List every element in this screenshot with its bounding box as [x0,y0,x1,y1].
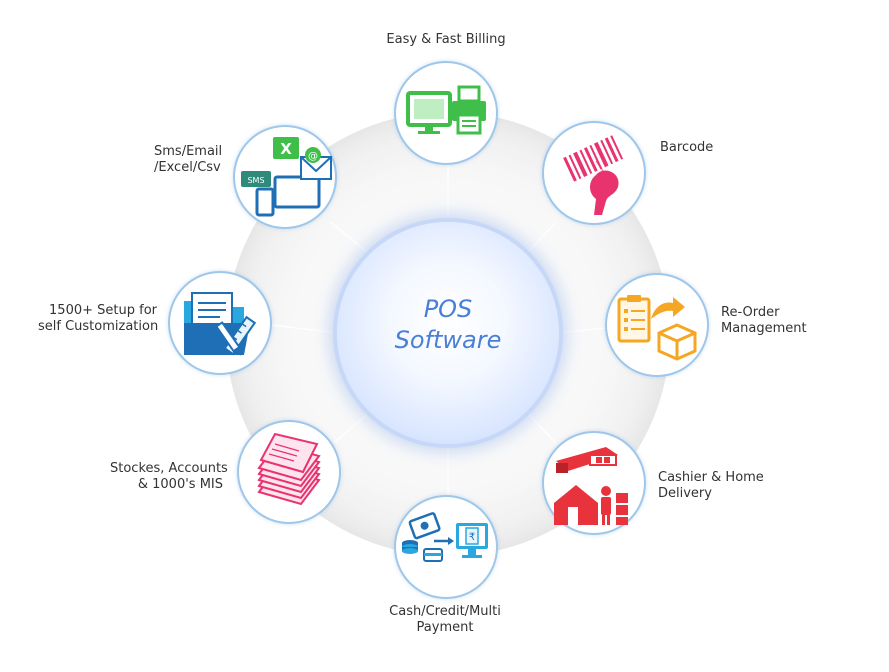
feature-node-export: X SMS @ [233,125,337,229]
feature-node-billing [394,61,498,165]
label-barcode: Barcode [660,140,713,156]
label-setup: 1500+ Setup for self Customization [38,303,159,335]
label-setup-line2: self Customization [38,319,159,334]
label-delivery-line2: Delivery [658,486,712,501]
barcode-scanner-icon [563,135,624,215]
label-barcode-line1: Barcode [660,140,714,155]
hub-title-line2: Software [394,326,502,354]
label-payment-line1: Cash/Credit/Multi [389,604,501,619]
label-reorder-line2: Management [721,321,807,336]
feature-node-payment: ₹ [394,495,498,599]
payment-methods-icon: ₹ [402,512,488,562]
label-setup-line1: 1500+ Setup for [49,303,157,318]
hub-title-line1: POS [423,295,473,323]
label-delivery: Cashier & Home Delivery [658,470,764,502]
label-export: Sms/Email /Excel/Csv [154,144,222,176]
label-payment: Cash/Credit/Multi Payment [370,604,520,636]
hub-title: POS Software [337,294,559,356]
monitor-printer-icon [406,85,486,135]
clipboard-box-icon [617,295,697,361]
svg-text:@: @ [308,151,318,162]
paper-stack-icon [257,432,321,506]
feature-node-mis [237,420,341,524]
feature-node-barcode [542,121,646,225]
label-billing-line1: Easy & Fast Billing [386,32,506,47]
label-reorder-line1: Re-Order [721,305,780,320]
folder-tools-icon [184,292,257,356]
label-export-line1: Sms/Email [154,144,223,159]
feature-node-reorder [605,273,709,377]
label-payment-line2: Payment [416,620,474,635]
feature-node-setup [168,271,272,375]
label-mis: Stockes, Accounts & 1000's MIS [110,461,228,493]
label-export-line2: /Excel/Csv [154,160,221,175]
svg-text:₹: ₹ [469,532,475,543]
label-mis-line2: & 1000's MIS [137,477,223,492]
feature-node-delivery [542,431,646,535]
pos-software-hub: POS Software [337,222,559,444]
label-billing: Easy & Fast Billing [376,32,516,48]
sms-email-excel-icon: X SMS @ [241,137,332,217]
label-delivery-line1: Cashier & Home [658,470,764,485]
svg-text:X: X [280,140,292,158]
svg-text:SMS: SMS [247,176,264,185]
label-mis-line1: Stockes, Accounts [110,461,228,476]
delivery-truck-icon [554,447,628,525]
label-reorder: Re-Order Management [721,305,807,337]
